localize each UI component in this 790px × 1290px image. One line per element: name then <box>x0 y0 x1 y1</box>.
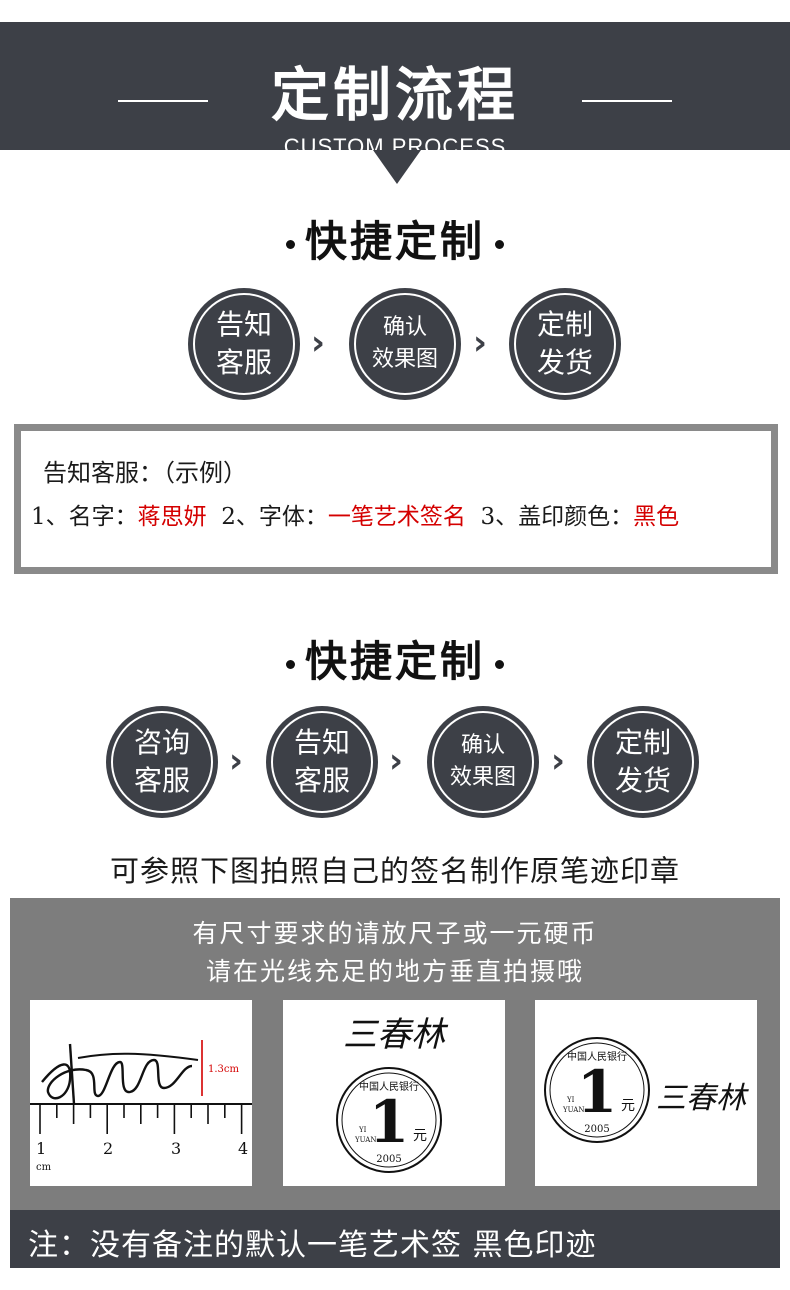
panel-instruction-line2: 请在光线充足的地方垂直拍摄哦 <box>205 957 584 986</box>
ruler-number: 2 <box>103 1139 113 1158</box>
example-title: 告知客服：（示例） <box>43 459 247 487</box>
example-color-value: 黑色 <box>633 504 680 530</box>
coin-outline <box>336 1067 442 1173</box>
section2-title-text: 快捷定制 <box>304 637 485 686</box>
header-arrow-icon <box>373 150 421 184</box>
step-make-ship: 定制 发货 <box>509 288 621 400</box>
coin-yuan: YUAN <box>562 1106 585 1114</box>
coin-year: 2005 <box>584 1124 609 1135</box>
step-notify-service: 告知 客服 <box>266 706 378 818</box>
bullet-dot-icon <box>495 240 504 249</box>
panel-instruction-line1: 有尺寸要求的请放尺子或一元硬币 <box>192 919 598 948</box>
step-label: 确认 效果图 <box>449 733 516 790</box>
chevron-right-icon: › <box>311 323 326 363</box>
coin-inner-ring <box>341 1072 437 1168</box>
note-bar: 注：没有备注的默认一笔艺术签 黑色印迹 <box>10 1210 780 1268</box>
header-left-line <box>118 100 208 102</box>
bullet-dot-icon <box>495 660 504 669</box>
step-label: 定制 发货 <box>614 726 671 797</box>
signature-coin-image: 三春林 中国人民银行 1 元 YI YUAN 2005 <box>336 1015 449 1173</box>
coin-unit: 元 <box>413 1128 427 1144</box>
coin-signature-image: 中国人民银行 1 元 YI YUAN 2005 三春林 <box>544 1037 749 1143</box>
coin-year: 2005 <box>376 1154 401 1165</box>
example-details: 1、名字：蒋思妍 2、字体：一笔艺术签名 3、盖印颜色：黑色 <box>31 497 679 531</box>
coin-yuan: YUAN <box>354 1136 377 1144</box>
coin-outline <box>544 1037 650 1143</box>
ruler-number: 4 <box>238 1139 248 1158</box>
coin-yi: YI <box>566 1096 575 1104</box>
coin-top-text: 中国人民银行 <box>359 1080 419 1093</box>
step-label: 告知 客服 <box>215 308 272 379</box>
photo-signature-coin-horizontal: 中国人民银行 1 元 YI YUAN 2005 三春林 <box>535 1000 757 1186</box>
photo-signature-coin-vertical: 三春林 中国人民银行 1 元 YI YUAN 2005 <box>283 1000 505 1186</box>
coin-value: 1 <box>369 1088 409 1156</box>
note-text: 注：没有备注的默认一笔艺术签 黑色印迹 <box>28 1228 597 1263</box>
reference-caption: 可参照下图拍照自己的签名制作原笔迹印章 <box>109 854 680 888</box>
step-label: 告知 客服 <box>293 726 350 797</box>
coin-value: 1 <box>577 1058 617 1126</box>
example-font-value: 一笔艺术签名 <box>327 504 466 530</box>
photo-instructions-panel: 有尺寸要求的请放尺子或一元硬币 请在光线充足的地方垂直拍摄哦 1.3cm 1 2… <box>10 898 780 1266</box>
bullet-dot-icon <box>285 240 295 249</box>
header-title: 定制流程 <box>270 61 519 129</box>
step-consult-service: 咨询 客服 <box>106 706 218 818</box>
section1-title: 快捷定制 <box>0 214 790 270</box>
ruler-unit: cm <box>36 1162 52 1173</box>
signature-stroke <box>77 1052 199 1061</box>
chevron-right-icon: › <box>473 323 488 363</box>
chevron-right-icon: › <box>229 741 244 781</box>
step-label: 定制 发货 <box>536 308 593 379</box>
step-confirm-preview: 确认 效果图 <box>349 288 461 400</box>
photo-signature-ruler: 1.3cm 1 2 3 4 cm <box>30 1000 252 1186</box>
example-color-label: 3、盖印颜色： <box>480 504 634 530</box>
step-confirm-preview: 确认 效果图 <box>427 706 539 818</box>
coin-yi: YI <box>358 1126 367 1134</box>
ruler-number: 1 <box>36 1139 46 1158</box>
coin-unit: 元 <box>621 1098 635 1114</box>
chevron-right-icon: › <box>389 741 404 781</box>
step-label: 确认 效果图 <box>371 315 438 372</box>
step-notify-service: 告知 客服 <box>188 288 300 400</box>
header-banner: 定制流程 CUSTOM PROCESS <box>0 22 790 159</box>
step-label: 咨询 客服 <box>133 726 190 797</box>
signature-text: 三春林 <box>656 1081 749 1116</box>
section1-title-text: 快捷定制 <box>304 217 485 266</box>
header-right-line <box>582 100 672 102</box>
coin-top-text: 中国人民银行 <box>567 1050 627 1063</box>
signature-stroke <box>68 1043 76 1105</box>
chevron-right-icon: › <box>551 741 566 781</box>
ruler-ticks <box>39 1104 243 1134</box>
example-name-value: 蒋思妍 <box>137 504 207 530</box>
signature-stroke <box>41 1058 193 1100</box>
ruler-number: 3 <box>171 1139 181 1158</box>
section2-title: 快捷定制 <box>0 634 790 690</box>
signature-ruler-image: 1.3cm 1 2 3 4 cm <box>30 1040 252 1173</box>
step-make-ship: 定制 发货 <box>587 706 699 818</box>
measure-label: 1.3cm <box>208 1064 240 1075</box>
example-font-label: 2、字体： <box>221 504 328 530</box>
example-box: 告知客服：（示例） 1、名字：蒋思妍 2、字体：一笔艺术签名 3、盖印颜色：黑色 <box>14 424 778 574</box>
signature-text: 三春林 <box>343 1015 449 1055</box>
example-name-label: 1、名字： <box>31 504 138 530</box>
coin-inner-ring <box>549 1042 645 1138</box>
bullet-dot-icon <box>285 660 295 669</box>
